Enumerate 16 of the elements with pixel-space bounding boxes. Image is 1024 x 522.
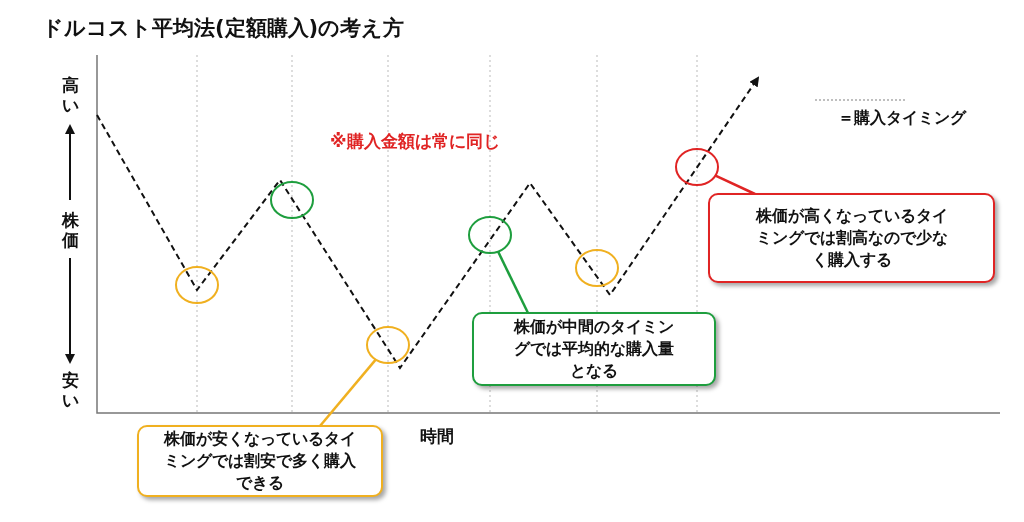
callout-tail [319,358,377,427]
axis-label: 高い [61,75,79,115]
callout-text: 株価が安くなっているタイミングでは割安で多く購入できる [162,428,357,494]
callout-box [708,193,995,283]
axis-label: 安い [61,370,79,410]
chart-title: ドルコスト平均法(定額購入)の考え方 [42,15,405,42]
callout-box [472,312,716,386]
note-text: ※購入金額は常に同じ [330,130,500,153]
axis-label: 株価 [61,210,79,250]
callout-text: 株価が中間のタイミングでは平均的な購入量となる [512,316,675,382]
callout-tail [714,174,756,196]
axis-label: 時間 [420,425,454,448]
callout-text: 株価が高くなっているタイミングでは割高なので少なく購入する [754,205,949,271]
callout-tail [496,251,530,314]
legend-text: ＝購入タイミング [838,108,966,129]
callout-box [137,425,383,497]
